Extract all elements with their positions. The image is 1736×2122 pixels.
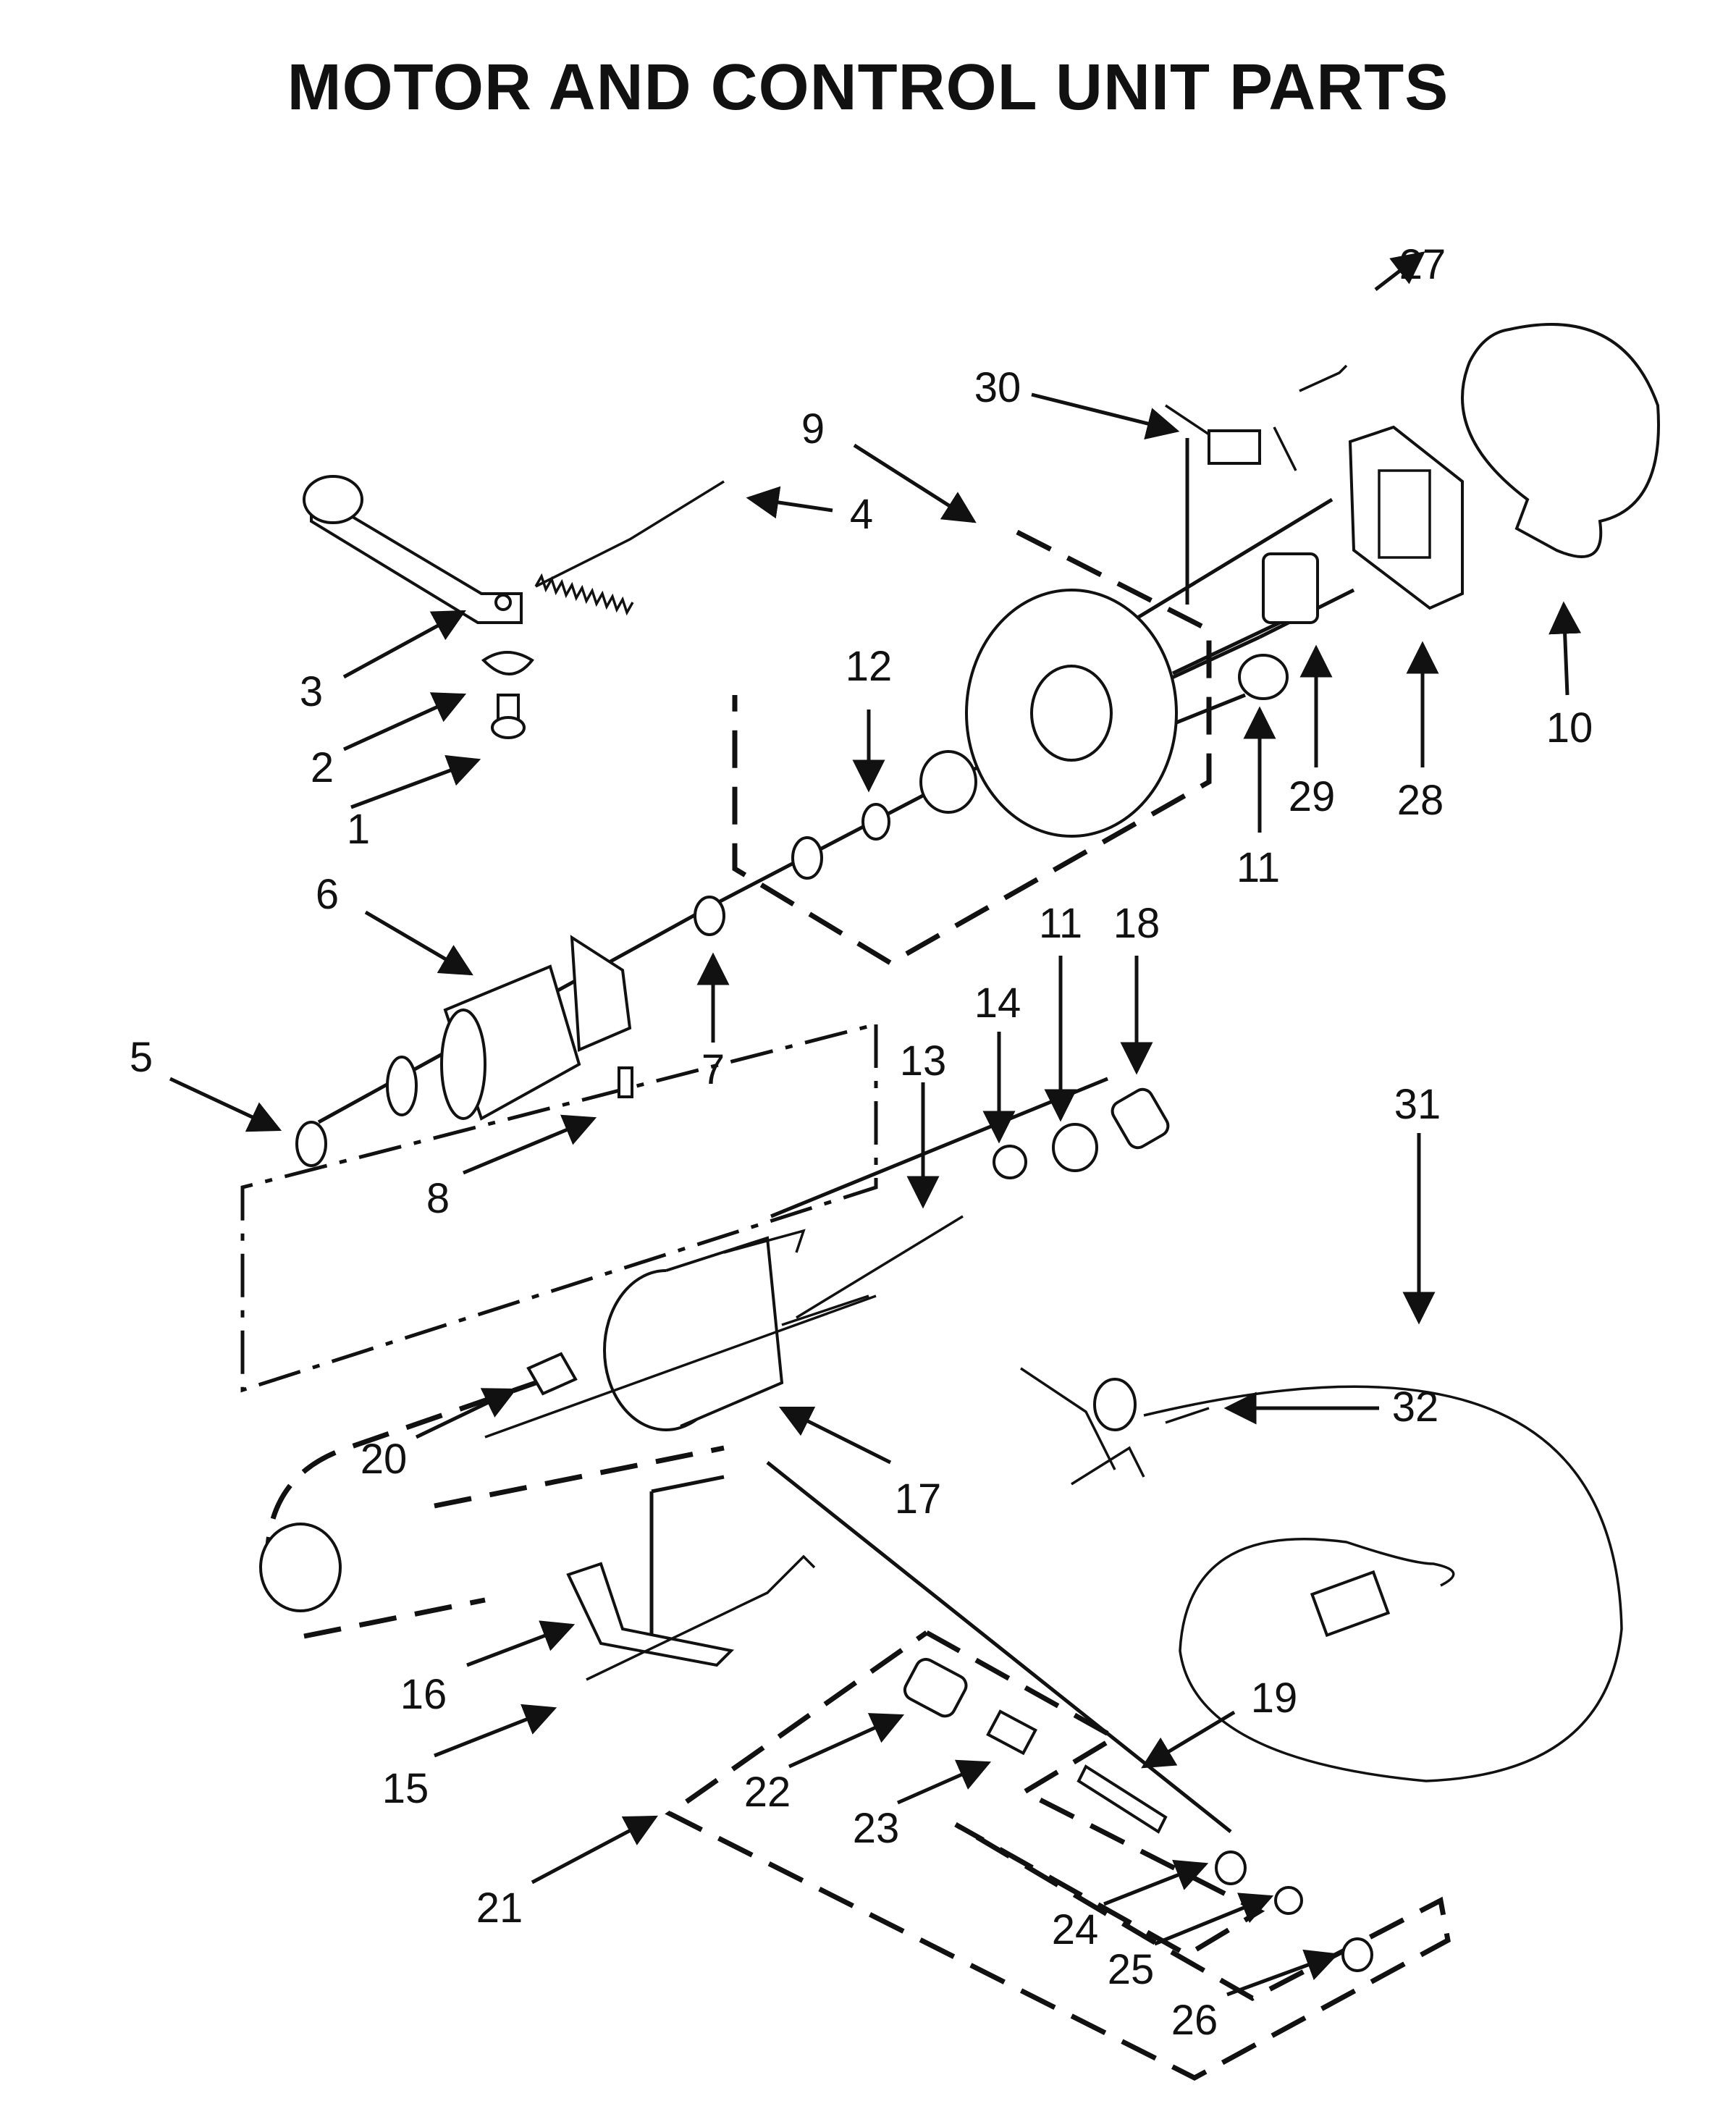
part-17-field xyxy=(484,1229,877,1439)
callout-4: 4 xyxy=(850,491,873,538)
part-25-screw xyxy=(1274,1886,1303,1915)
callout-1: 1 xyxy=(347,806,370,853)
part-23-brush xyxy=(986,1709,1037,1756)
part-11-nut-upper xyxy=(1238,654,1289,700)
part-lockwasher xyxy=(791,836,823,880)
part-5-washer xyxy=(295,1121,327,1167)
callout-18: 18 xyxy=(1113,900,1160,947)
part-19-spring xyxy=(1076,1764,1168,1834)
part-10-gasket xyxy=(1461,323,1660,558)
callout-27: 27 xyxy=(1399,241,1446,288)
callout-13: 13 xyxy=(900,1037,947,1085)
callout-11-upper: 11 xyxy=(1236,844,1280,891)
callout-31: 31 xyxy=(1394,1081,1441,1128)
callout-20: 20 xyxy=(361,1436,408,1483)
callout-19: 19 xyxy=(1251,1675,1298,1722)
diagram-title: MOTOR AND CONTROL UNIT PARTS xyxy=(287,51,1449,124)
part-15-strap xyxy=(586,1554,816,1681)
housing-end xyxy=(259,1523,342,1612)
callout-9: 9 xyxy=(801,405,825,452)
part-13-rod xyxy=(796,1215,964,1319)
part-28-control-board xyxy=(1348,425,1464,610)
callout-12: 12 xyxy=(846,643,893,690)
group-box-21 xyxy=(665,1630,1451,2081)
part-22-brush-holder xyxy=(903,1658,968,1718)
part-7-washer xyxy=(694,896,725,936)
part-bearing xyxy=(919,750,977,814)
part-29-switch xyxy=(1262,552,1319,624)
part-8-screw xyxy=(618,1066,633,1098)
callout-32: 32 xyxy=(1392,1384,1439,1431)
part-27-screw xyxy=(1299,364,1348,392)
part-12-washer xyxy=(861,803,890,841)
callout-17: 17 xyxy=(895,1475,942,1523)
callout-30: 30 xyxy=(974,364,1021,411)
part-24-cap xyxy=(1215,1851,1247,1885)
callout-29: 29 xyxy=(1289,773,1336,820)
part-6-armature xyxy=(386,935,632,1121)
part-30-terminal xyxy=(1165,404,1297,471)
callout-28: 28 xyxy=(1397,777,1444,824)
callout-25: 25 xyxy=(1108,1946,1155,1993)
callout-15: 15 xyxy=(382,1765,429,1812)
callout-2: 2 xyxy=(311,744,334,791)
housing-outline xyxy=(240,1022,878,1393)
part-32-screw xyxy=(1165,1407,1210,1424)
callout-16: 16 xyxy=(400,1671,447,1718)
callout-labels: 1 2 3 4 5 6 7 8 9 10 11 11 12 13 14 15 1… xyxy=(130,241,1593,2044)
part-18-sleeve xyxy=(1111,1087,1170,1150)
part-31-power-cord xyxy=(1020,1367,1623,1782)
callout-23: 23 xyxy=(853,1805,900,1852)
part-1-screw xyxy=(491,694,526,739)
callout-arrows xyxy=(169,251,1582,1997)
part-26-cap xyxy=(1341,1937,1373,1972)
group-box-9 xyxy=(732,529,1212,967)
callout-11-lower: 11 xyxy=(1039,900,1082,947)
part-2-clip xyxy=(481,651,534,675)
callout-5: 5 xyxy=(130,1034,153,1081)
callout-10: 10 xyxy=(1546,704,1593,751)
callout-22: 22 xyxy=(744,1769,791,1816)
callout-7: 7 xyxy=(701,1046,725,1093)
assembly-lines xyxy=(317,438,1355,1833)
callout-3: 3 xyxy=(300,668,323,715)
part-14-star-washer xyxy=(993,1145,1027,1179)
part-3-lever xyxy=(303,475,523,624)
part-11-nut-lower xyxy=(1052,1123,1098,1172)
part-4-spring xyxy=(534,480,725,616)
callout-24: 24 xyxy=(1052,1906,1099,1953)
callout-6: 6 xyxy=(316,871,339,918)
callout-8: 8 xyxy=(426,1175,450,1222)
callout-26: 26 xyxy=(1171,1997,1218,2044)
part-16-bracket xyxy=(566,1562,735,1667)
part-9-end-bracket xyxy=(965,589,1178,838)
callout-14: 14 xyxy=(974,980,1021,1027)
part-20-spring xyxy=(526,1352,578,1396)
callout-21: 21 xyxy=(476,1885,523,1932)
